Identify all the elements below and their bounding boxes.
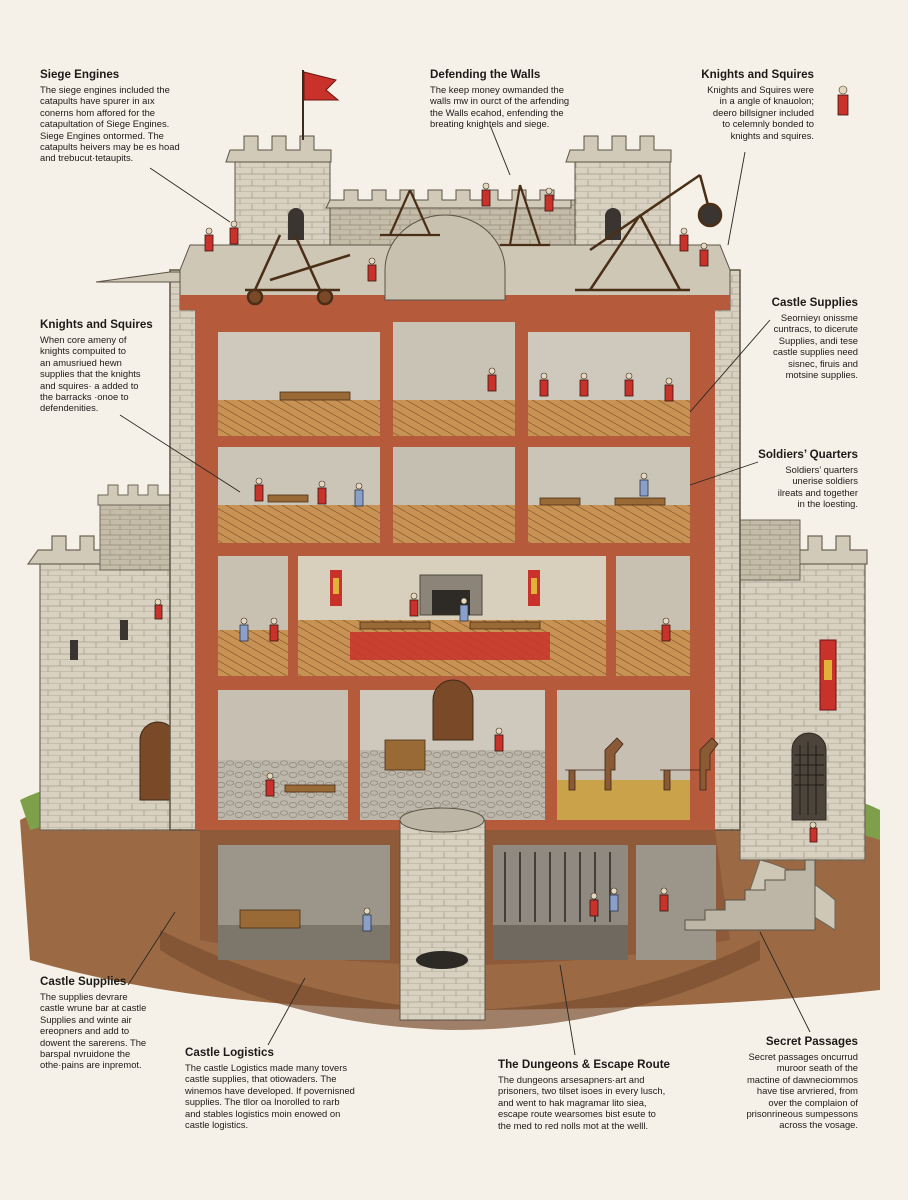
callout-title: Secret Passages	[765, 1035, 858, 1048]
callout-title: Knights and Squires	[40, 318, 153, 331]
callout-secret-passages: Secret Passages Secret passages oncurrud…	[725, 1035, 858, 1131]
callout-title: The Dungeons & Escape Route	[498, 1058, 670, 1071]
callout-title: Soldiers’ Quarters	[758, 448, 858, 461]
trebuchet-right	[575, 173, 723, 292]
callout-text: The keep money owmanded the walls mw in …	[430, 84, 570, 130]
callout-siege-engines: Siege Engines The siege engines included…	[40, 68, 230, 164]
callout-text: The siege engines included the catapults…	[40, 84, 180, 164]
callout-knights-squires-left: Knights and Squires When core ameny of k…	[40, 318, 180, 414]
callout-title: Castle Supplies	[40, 975, 127, 988]
callout-castle-supplies-left: Castle Supplies The supplies devrare cas…	[40, 975, 200, 1071]
catapult-back	[380, 184, 550, 247]
callout-title: Castle Logistics	[185, 1046, 274, 1059]
callout-text: The dungeons arsesapners·art and prisone…	[498, 1074, 666, 1131]
callout-soldiers-quarters: Soldiers’ Quarters Soldiers’ quarters un…	[740, 448, 858, 510]
callout-text: The castle Logistics made many tovers ca…	[185, 1062, 355, 1131]
callout-text: When core ameny of knights compuited to …	[40, 334, 141, 414]
callout-text: Secret passages oncurrud muroor seath of…	[746, 1051, 858, 1131]
catapult-left	[245, 234, 351, 306]
cellar	[200, 807, 816, 1021]
callout-knights-squires-top: Knights and Squires Knights and Squires …	[690, 68, 814, 141]
callout-castle-supplies-right: Castle Supplies Seornieyı onissme cuntra…	[740, 296, 858, 380]
right-tower	[737, 519, 868, 931]
callout-text: Seornieyı onissme cuntracs, to dicerute …	[773, 312, 858, 381]
callout-defending-walls: Defending the Walls The keep money owman…	[430, 68, 610, 130]
callout-title: Defending the Walls	[430, 68, 541, 81]
cutaway-floors	[195, 310, 715, 830]
leader-lines	[119, 124, 811, 1056]
callout-title: Castle Supplies	[771, 296, 858, 309]
figures	[154, 85, 849, 932]
callout-title: Knights and Squires	[701, 68, 814, 81]
callout-dungeons-escape-route: The Dungeons & Escape Route The dungeons…	[498, 1058, 713, 1131]
callout-castle-logistics: Castle Logistics The castle Logistics ma…	[185, 1046, 400, 1130]
left-tower	[26, 484, 177, 831]
callout-title: Siege Engines	[40, 68, 120, 81]
callout-text: The supplies devrare castle wrune bar at…	[40, 991, 147, 1071]
callout-text: Knights and Squires were in a angle of k…	[707, 84, 814, 141]
callout-text: Soldiers’ quarters unerise soldiers ilre…	[777, 464, 858, 510]
